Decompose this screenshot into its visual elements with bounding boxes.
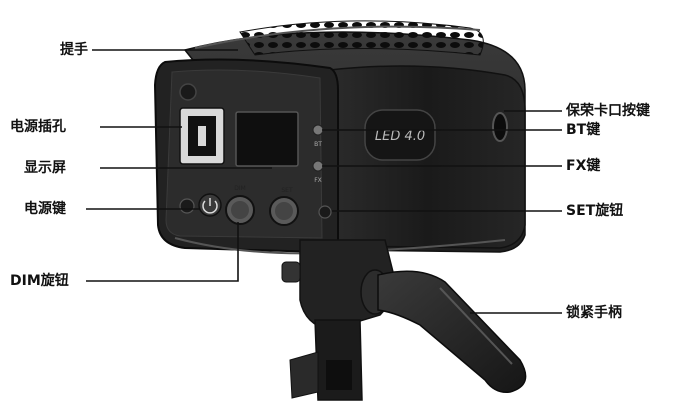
umbrella-hole-icon[interactable] (492, 112, 508, 142)
callout-lock-handle: 锁紧手柄 (566, 305, 622, 321)
set-knob-label: SET (281, 187, 293, 194)
fx-key-label: FX (314, 177, 322, 184)
display-screen (235, 111, 299, 167)
side-body: LED 4.0 (329, 65, 526, 249)
callout-handle: 提手 (60, 42, 88, 58)
callout-set-knob: SET旋钮 (566, 203, 624, 219)
callout-power-key: 电源键 (24, 201, 66, 217)
leader-lines (86, 49, 562, 314)
callout-display: 显示屏 (24, 160, 66, 176)
callout-umbrella-key: 保荣卡口按键 (566, 103, 650, 119)
led-badge: LED 4.0 (375, 129, 425, 144)
callout-fx-key: FX键 (566, 158, 601, 174)
lock-handle[interactable] (360, 269, 527, 393)
bt-key-icon[interactable] (312, 124, 324, 136)
fx-key-icon[interactable] (312, 160, 324, 172)
callout-bt-key: BT键 (566, 122, 601, 138)
mount-bracket (281, 239, 396, 401)
callout-dim-knob: DIM旋钮 (10, 273, 69, 289)
callout-power-socket: 电源插孔 (10, 119, 66, 135)
front-panel: BT FX DIM SET (153, 58, 339, 254)
dim-knob-label: DIM (234, 185, 246, 192)
bt-key-label: BT (314, 141, 322, 148)
